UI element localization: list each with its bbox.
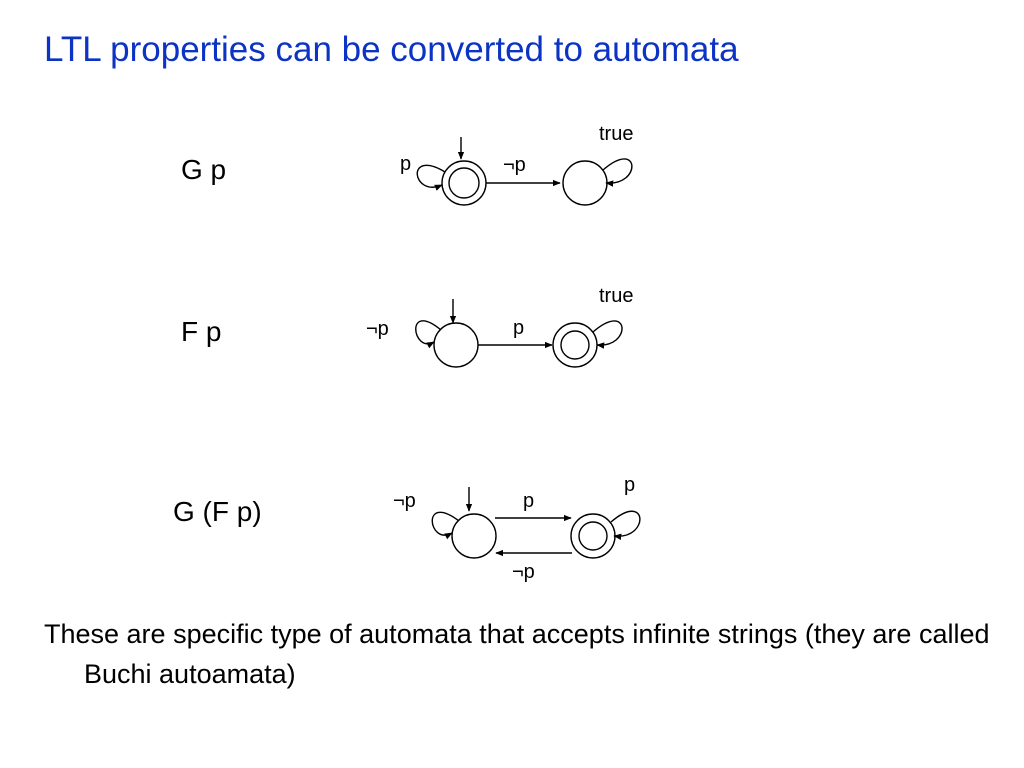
state-accepting-ring — [448, 167, 480, 199]
label-accepting-loop: p — [624, 474, 635, 496]
label-initial-loop: ¬p — [366, 318, 389, 340]
slide-title: LTL properties can be converted to autom… — [44, 30, 739, 69]
label-initial-loop: ¬p — [393, 490, 416, 512]
automaton-f-p: ¬p p true — [366, 285, 633, 368]
self-loop-initial — [416, 164, 446, 191]
self-loop-initial — [415, 320, 442, 349]
formula-g-f-p: G (F p) — [173, 496, 262, 527]
label-transition: ¬p — [503, 154, 526, 176]
self-loop-accepting — [610, 510, 641, 540]
label-transition: p — [513, 317, 524, 339]
label-second-loop: true — [599, 123, 633, 145]
automaton-g-p: p ¬p true — [400, 123, 633, 206]
state-accepting-ring — [578, 521, 608, 551]
state-second — [562, 160, 608, 206]
label-accepting-loop: true — [599, 285, 633, 307]
label-forward: p — [523, 490, 534, 512]
automaton-g-f-p: ¬p p p ¬p — [393, 474, 641, 583]
state-accepting-ring — [560, 330, 590, 360]
self-loop-accepting — [592, 320, 623, 349]
label-backward: ¬p — [512, 561, 535, 583]
footer-text: These are specific type of automata that… — [44, 619, 990, 689]
label-initial-loop: p — [400, 153, 411, 175]
formula-g-p: G p — [181, 154, 227, 185]
self-loop-initial — [431, 511, 460, 540]
self-loop-second — [602, 158, 633, 187]
formula-f-p: F p — [181, 316, 222, 347]
